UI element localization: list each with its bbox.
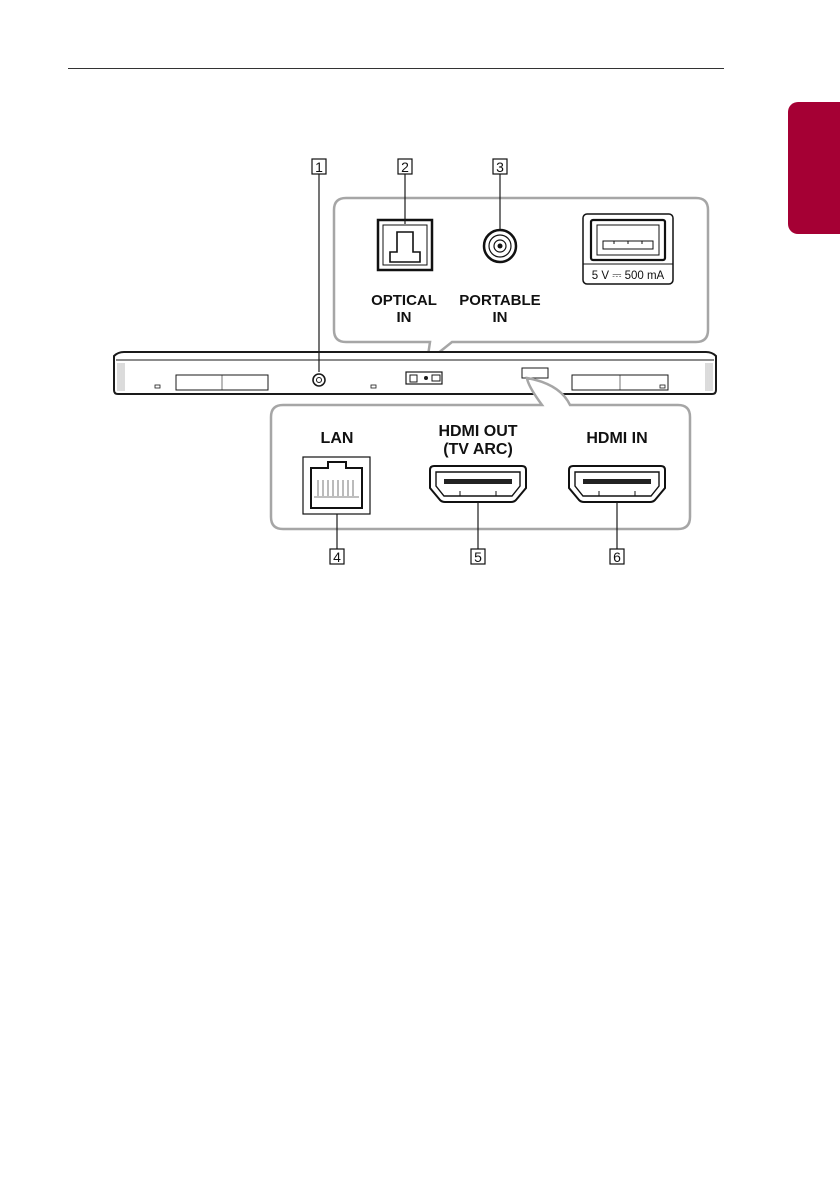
svg-text:6: 6 xyxy=(613,549,621,565)
bottom-connector-panel: LAN HDMI OUT (TV ARC) HDMI IN xyxy=(271,378,690,529)
callout-4: 4 xyxy=(330,549,344,565)
optical-label-line2: IN xyxy=(397,309,412,326)
svg-text:4: 4 xyxy=(333,549,341,565)
callout-1: 1 xyxy=(312,159,326,175)
svg-text:3: 3 xyxy=(496,159,504,175)
lan-label: LAN xyxy=(321,430,354,447)
portable-label-line1: PORTABLE xyxy=(459,292,540,309)
hdmi-in-port xyxy=(569,466,665,502)
hdmi-in-label: HDMI IN xyxy=(586,430,647,447)
power-socket xyxy=(313,374,325,386)
hdmi-out-label-line1: HDMI OUT xyxy=(438,423,517,440)
callout-3: 3 xyxy=(493,159,507,175)
svg-text:5: 5 xyxy=(474,549,482,565)
callout-6: 6 xyxy=(610,549,624,565)
sound-bar xyxy=(114,352,716,394)
callout-5: 5 xyxy=(471,549,485,565)
callout-2: 2 xyxy=(398,159,412,175)
svg-text:1: 1 xyxy=(315,159,323,175)
portable-in-jack xyxy=(484,230,516,262)
optical-port xyxy=(378,220,432,270)
lan-port xyxy=(303,457,370,514)
portable-label-line2: IN xyxy=(493,309,508,326)
usb-rating-label: 5 V ⎓ 500 mA xyxy=(592,270,665,282)
svg-text:2: 2 xyxy=(401,159,409,175)
hdmi-out-label-line2: (TV ARC) xyxy=(443,441,513,458)
hdmi-out-port xyxy=(430,466,526,502)
optical-label-line1: OPTICAL xyxy=(371,292,437,309)
top-connector-panel: OPTICAL IN PORTABLE IN 5 V ⎓ 500 mA xyxy=(334,198,708,362)
